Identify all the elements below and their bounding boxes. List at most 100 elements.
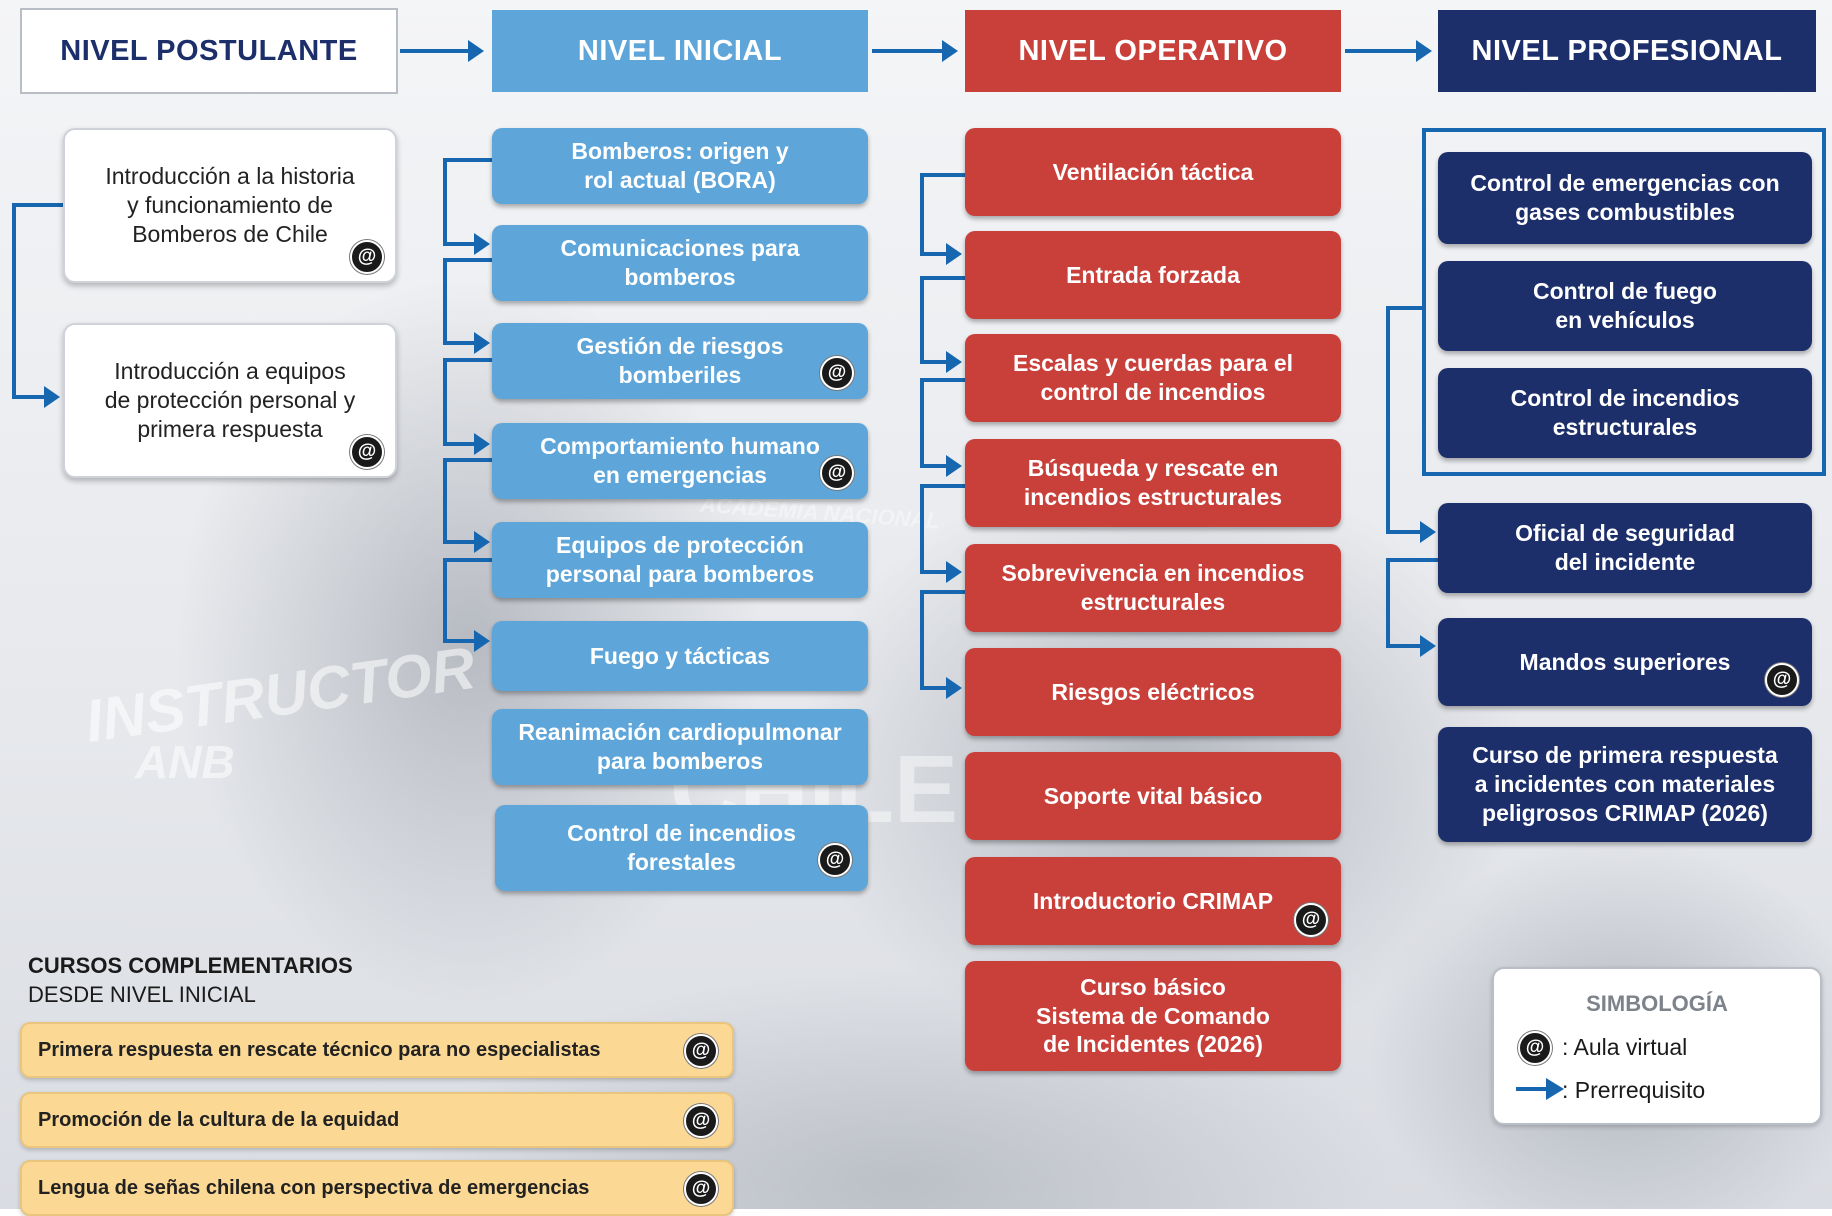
course-complementario-2[interactable]: Promoción de la cultura de la equidad @ (20, 1092, 734, 1148)
arrowhead-8 (474, 531, 490, 553)
course-label: Fuego y tácticas (589, 642, 771, 669)
course-label: Control de fuego en vehículos (1533, 278, 1717, 333)
course-postulante-2[interactable]: Introducción a equipos de protección per… (63, 323, 397, 478)
virtual-classroom-icon: @ (1518, 1031, 1552, 1065)
course-label: Riesgos eléctricos (1051, 678, 1255, 705)
level-header-inicial: NIVEL INICIAL (492, 10, 868, 92)
course-label: Bomberos: origen y rol actual (BORA) (571, 138, 789, 193)
arrowhead-1 (468, 40, 484, 62)
course-label: Lengua de señas chilena con perspectiva … (38, 1176, 590, 1199)
level-header-postulante: NIVEL POSTULANTE (20, 8, 398, 94)
level-header-operativo: NIVEL OPERATIVO (965, 10, 1341, 92)
profesional-group-frame (1422, 128, 1826, 476)
course-operativo-1[interactable]: Ventilación táctica (965, 128, 1341, 216)
course-label: Control de incendios estructurales (1510, 385, 1740, 440)
course-operativo-3[interactable]: Escalas y cuerdas para el control de inc… (965, 334, 1341, 422)
connector-line-5 (443, 158, 492, 246)
course-profesional-6[interactable]: Curso de primera respuesta a incidentes … (1438, 727, 1812, 842)
connector-line-8 (443, 458, 492, 544)
arrowhead-15 (1420, 521, 1436, 543)
course-complementario-1[interactable]: Primera respuesta en rescate técnico par… (20, 1022, 734, 1078)
course-label: Control de emergencias con gases combust… (1470, 170, 1780, 225)
course-label: Búsqueda y rescate en incendios estructu… (1023, 455, 1283, 510)
course-profesional-3[interactable]: Control de incendios estructurales (1438, 368, 1812, 458)
course-complementario-3[interactable]: Lengua de señas chilena con perspectiva … (20, 1160, 734, 1216)
course-operativo-4[interactable]: Búsqueda y rescate en incendios estructu… (965, 439, 1341, 527)
course-operativo-2[interactable]: Entrada forzada (965, 231, 1341, 319)
virtual-classroom-icon: @ (684, 1034, 718, 1068)
watermark-anb: ANB (135, 736, 235, 788)
course-label: Introducción a equipos de protección per… (104, 358, 356, 442)
course-label: Soporte vital básico (1043, 782, 1263, 809)
course-inicial-6[interactable]: Fuego y tácticas (492, 621, 868, 691)
arrowhead-9 (474, 630, 490, 652)
virtual-classroom-icon: @ (350, 240, 384, 274)
virtual-classroom-icon: @ (818, 843, 852, 877)
connector-line-10 (920, 173, 965, 256)
course-operativo-8[interactable]: Introductorio CRIMAP @ (965, 857, 1341, 945)
virtual-classroom-icon: @ (820, 356, 854, 390)
course-label: Mandos superiores (1519, 648, 1731, 675)
course-label: Entrada forzada (1066, 261, 1240, 288)
arrowhead-14 (946, 677, 962, 699)
virtual-classroom-icon: @ (684, 1104, 718, 1138)
legend-title: SIMBOLOGÍA (1586, 991, 1728, 1016)
course-label: Escalas y cuerdas para el control de inc… (1012, 350, 1294, 405)
course-postulante-1[interactable]: Introducción a la historia y funcionamie… (63, 128, 397, 283)
connector-line-16 (1386, 558, 1438, 648)
virtual-classroom-icon: @ (1294, 903, 1328, 937)
course-label: Sobrevivencia en incendios estructurales (1001, 560, 1305, 615)
course-inicial-7[interactable]: Reanimación cardiopulmonar para bomberos (492, 709, 868, 785)
course-operativo-6[interactable]: Riesgos eléctricos (965, 648, 1341, 736)
connector-line-12 (920, 378, 965, 468)
legend-virtual-label: : Aula virtual (1562, 1034, 1688, 1060)
arrowhead-2 (942, 40, 958, 62)
course-label: Gestión de riesgos bomberiles (576, 333, 784, 388)
legend-prereq-label: : Prerrequisito (1562, 1077, 1706, 1103)
course-inicial-8[interactable]: Control de incendios forestales @ (495, 805, 868, 891)
connector-line-15 (1386, 306, 1422, 534)
arrowhead-4 (44, 386, 60, 408)
arrowhead-6 (474, 332, 490, 354)
complementarios-title: CURSOS COMPLEMENTARIOS (28, 953, 353, 978)
arrowhead-11 (946, 351, 962, 373)
arrowhead-16 (1420, 635, 1436, 657)
arrowhead-13 (946, 561, 962, 583)
course-label: Curso de primera respuesta a incidentes … (1472, 742, 1778, 826)
course-label: Curso básico Sistema de Comando de Incid… (1036, 973, 1270, 1058)
prerequisite-arrow-icon (1516, 1078, 1564, 1100)
level-header-profesional: NIVEL PROFESIONAL (1438, 10, 1816, 92)
course-label: Control de incendios forestales (567, 820, 796, 875)
connector-line-9 (443, 558, 492, 643)
arrowhead-5 (474, 233, 490, 255)
course-label: Oficial de seguridad del incidente (1515, 520, 1735, 575)
arrowhead-7 (474, 433, 490, 455)
course-label: Promoción de la cultura de la equidad (38, 1108, 400, 1131)
virtual-classroom-icon: @ (350, 435, 384, 469)
connector-line-4 (12, 203, 63, 399)
course-label: Ventilación táctica (1052, 158, 1254, 185)
course-inicial-3[interactable]: Gestión de riesgos bomberiles @ (492, 323, 868, 399)
course-inicial-4[interactable]: Comportamiento humano en emergencias @ (492, 423, 868, 499)
course-profesional-2[interactable]: Control de fuego en vehículos (1438, 261, 1812, 351)
course-inicial-1[interactable]: Bomberos: origen y rol actual (BORA) (492, 128, 868, 204)
connector-line-14 (920, 590, 965, 690)
course-label: Equipos de protección personal para bomb… (545, 532, 815, 587)
course-operativo-5[interactable]: Sobrevivencia en incendios estructurales (965, 544, 1341, 632)
course-operativo-9[interactable]: Curso básico Sistema de Comando de Incid… (965, 961, 1341, 1071)
course-label: Reanimación cardiopulmonar para bomberos (518, 719, 842, 774)
course-label: Comunicaciones para bomberos (560, 235, 800, 290)
course-label: Primera respuesta en rescate técnico par… (38, 1038, 601, 1061)
connector-line-11 (920, 276, 965, 364)
course-inicial-2[interactable]: Comunicaciones para bomberos (492, 225, 868, 301)
course-label: Introductorio CRIMAP (1032, 887, 1274, 914)
course-profesional-5[interactable]: Mandos superiores @ (1438, 618, 1812, 706)
complementarios-subtitle: DESDE NIVEL INICIAL (28, 982, 256, 1007)
course-profesional-4[interactable]: Oficial de seguridad del incidente (1438, 503, 1812, 593)
course-inicial-5[interactable]: Equipos de protección personal para bomb… (492, 522, 868, 598)
course-profesional-1[interactable]: Control de emergencias con gases combust… (1438, 152, 1812, 244)
course-label: Comportamiento humano en emergencias (540, 433, 820, 488)
course-operativo-7[interactable]: Soporte vital básico (965, 752, 1341, 840)
legend-box: SIMBOLOGÍA @ : Aula virtual : Prerrequis… (1492, 967, 1822, 1125)
